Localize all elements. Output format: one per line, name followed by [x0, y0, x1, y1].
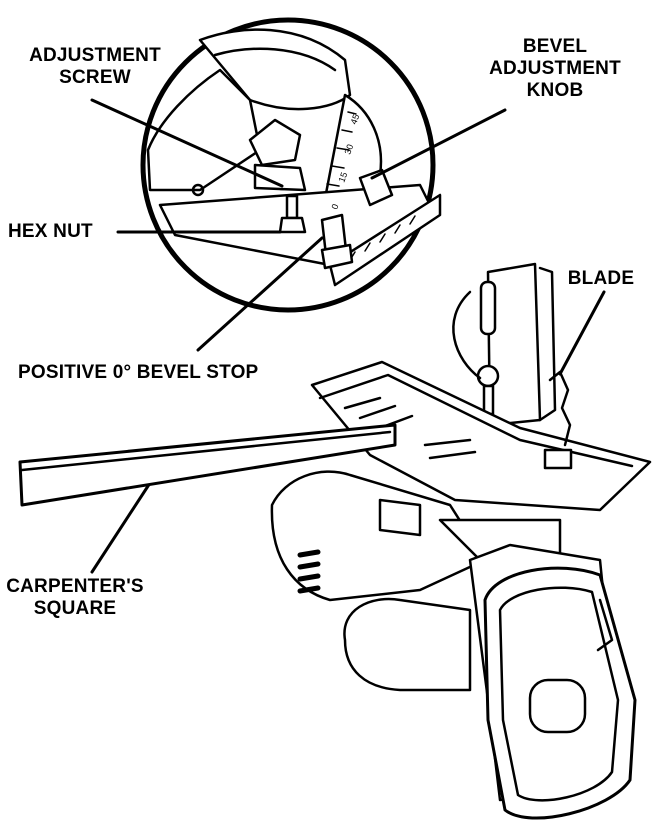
saw-body	[270, 470, 637, 820]
blade-label: BLADE	[567, 268, 635, 289]
bevel-scale-numeral: 30	[342, 143, 355, 156]
carpenters-square-label: CARPENTER'S SQUARE	[6, 576, 144, 619]
bevel-scale-numeral: 45	[348, 113, 361, 126]
try-square	[378, 262, 557, 427]
bevel-scale-numeral: 15	[336, 171, 349, 184]
saw-shoe	[310, 360, 652, 512]
carpenters-square	[18, 423, 397, 507]
saw-blade	[548, 370, 572, 447]
bevel-adjustment-knob-label: BEVEL ADJUSTMENT KNOB	[489, 36, 621, 101]
motor-vents	[297, 549, 321, 594]
hex-nut-label: HEX NUT	[8, 221, 93, 242]
detail-magnifier	[140, 17, 442, 313]
leader-lines	[90, 98, 606, 574]
bevel-scale-numeral: 0	[329, 203, 340, 211]
positive-bevel-stop-label: POSITIVE 0° BEVEL STOP	[18, 362, 259, 383]
adjustment-screw-label: ADJUSTMENT SCREW	[29, 45, 161, 88]
